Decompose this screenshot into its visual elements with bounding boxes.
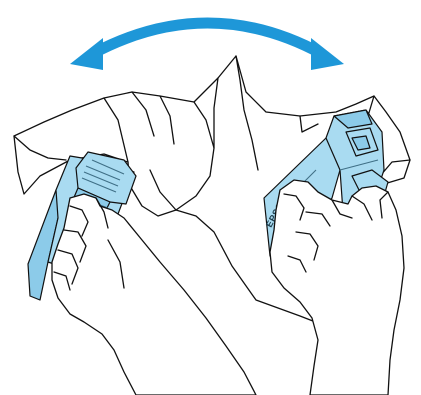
shake-arrow-icon	[70, 23, 344, 70]
right-hand-icon	[270, 180, 404, 395]
